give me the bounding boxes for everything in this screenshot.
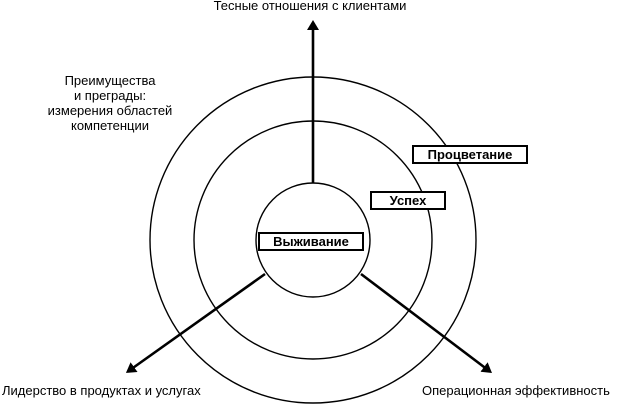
axis-label-product-leadership: Лидерство в продуктах и услугах <box>2 383 201 398</box>
axis-arrow-bottom-right <box>360 272 492 374</box>
axis-label-operational-excellence: Операционная эффективность <box>422 383 610 398</box>
axis-arrow-bottom-left <box>125 272 266 373</box>
axis-label-customer-intimacy: Тесные отношения с клиентами <box>213 0 407 13</box>
advantages-note: Преимущества и преграды: измерения облас… <box>47 73 173 133</box>
zone-label-survival: Выживание <box>258 232 364 251</box>
zone-label-success: Успех <box>370 191 446 210</box>
zone-label-prosperity: Процветание <box>412 145 528 164</box>
